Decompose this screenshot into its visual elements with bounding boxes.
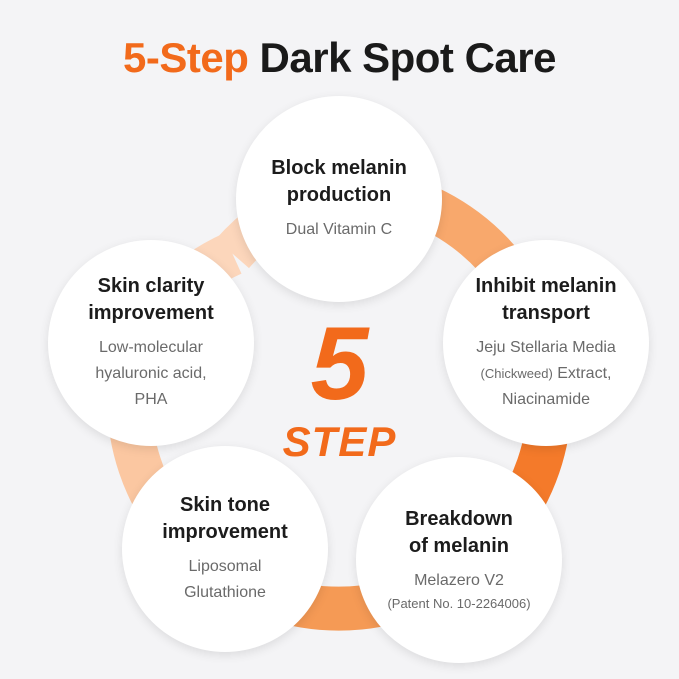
- step-circle-breakdown: Breakdown of melanin Melazero V2 (Patent…: [356, 457, 562, 663]
- step-title: Inhibit melanin transport: [475, 275, 617, 324]
- title-accent: 5-Step: [123, 34, 249, 81]
- patent-note: (Patent No. 10-2264006): [387, 596, 531, 611]
- step-description: Melazero V2: [414, 572, 504, 589]
- step-title: Skin tone improvement: [162, 494, 288, 543]
- step-description: Jeju Stellaria Media (Chickweed) Extract…: [476, 339, 616, 408]
- step-title: Breakdown of melanin: [405, 508, 513, 557]
- step-title: Skin clarity improvement: [88, 275, 214, 324]
- step-circle-block-melanin: Block melanin production Dual Vitamin C: [236, 96, 442, 302]
- step-title: Block melanin production: [271, 157, 407, 206]
- title-rest: Dark Spot Care: [259, 34, 557, 81]
- step-description: Dual Vitamin C: [285, 221, 393, 238]
- step-circle-inhibit-transport: Inhibit melanin transport Jeju Stellaria…: [443, 240, 649, 446]
- step-circle-skin-tone: Skin tone improvement Liposomal Glutathi…: [122, 446, 328, 652]
- center-label: STEP: [282, 418, 397, 465]
- center-number: 5: [310, 306, 369, 422]
- page-title: 5-Step Dark Spot Care: [0, 34, 679, 82]
- step-circle-skin-clarity: Skin clarity improvement Low-molecular h…: [48, 240, 254, 446]
- step-description: Liposomal Glutathione: [184, 558, 266, 601]
- step-description: Low-molecular hyaluronic acid, PHA: [95, 339, 207, 408]
